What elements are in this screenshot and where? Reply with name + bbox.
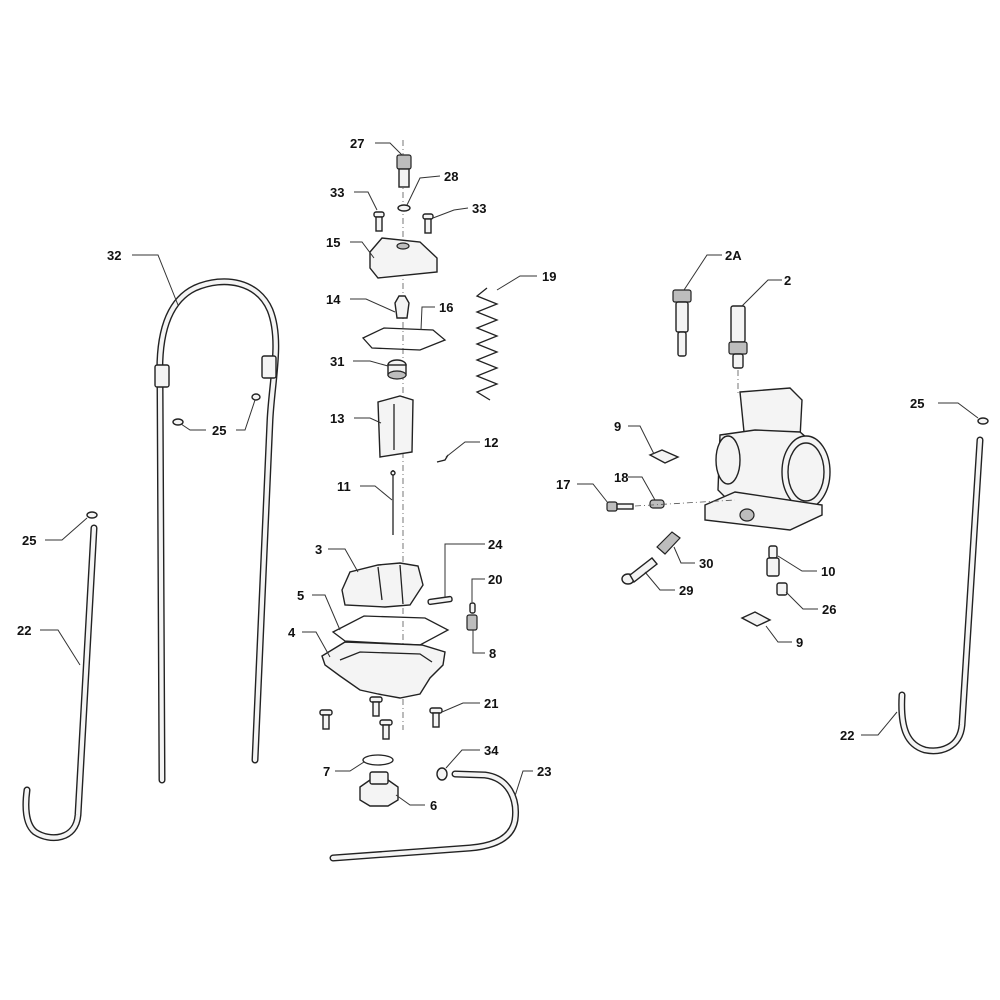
callout-3: 3 [315, 542, 322, 557]
part-2a-screw [672, 289, 692, 357]
part-25-left-clip [86, 511, 98, 519]
part-26-fitting [776, 582, 788, 596]
callout-25-mid: 25 [212, 423, 226, 438]
part-20-needle-valve [469, 602, 476, 614]
part-29-idle-screw [621, 557, 658, 585]
callout-23: 23 [537, 764, 551, 779]
callout-11: 11 [337, 479, 351, 494]
part-15-top-cap [369, 237, 438, 279]
callout-7: 7 [323, 764, 330, 779]
callout-30: 30 [699, 556, 713, 571]
callout-25-left: 25 [22, 533, 36, 548]
part-12-clip [436, 454, 449, 463]
callout-26: 26 [822, 602, 836, 617]
callout-10: 10 [821, 564, 835, 579]
callout-9-upper: 9 [614, 419, 621, 434]
part-4-float-bowl [321, 641, 446, 699]
callout-16: 16 [439, 300, 453, 315]
callout-33-right: 33 [472, 201, 486, 216]
callout-13: 13 [330, 411, 344, 426]
callout-33-left: 33 [330, 185, 344, 200]
callout-34: 34 [484, 743, 499, 758]
callout-4: 4 [288, 625, 296, 640]
callout-31: 31 [330, 354, 344, 369]
callout-12: 12 [484, 435, 498, 450]
part-28-o-ring [397, 204, 411, 212]
callout-24: 24 [488, 537, 503, 552]
part-5-bowl-gasket [331, 615, 450, 646]
part-33-top-screws [373, 211, 434, 234]
callout-22-left: 22 [17, 623, 31, 638]
part-11-jet-needle [390, 470, 396, 535]
callout-21: 21 [484, 696, 498, 711]
callout-20: 20 [488, 572, 502, 587]
part-10-fitting [766, 545, 780, 577]
callout-14: 14 [326, 292, 341, 307]
part-1-carb-body [704, 387, 831, 531]
part-23-drain-hose [329, 770, 520, 862]
part-9-lower-plate [740, 611, 772, 627]
part-3-float [341, 562, 424, 608]
part-27-adjuster-screw [396, 154, 412, 188]
callout-25-right: 25 [910, 396, 924, 411]
callout-18: 18 [614, 470, 628, 485]
part-14-needle-clip [394, 295, 410, 319]
callout-27: 27 [350, 136, 364, 151]
part-7-o-ring [362, 754, 394, 766]
part-32-vent-hose [154, 278, 280, 784]
part-6-drain-plug [359, 771, 399, 807]
callout-5: 5 [297, 588, 304, 603]
part-16-cap-gasket [361, 327, 447, 351]
callout-6: 6 [430, 798, 437, 813]
part-25-mid-clips [172, 393, 261, 426]
part-8-main-jet [466, 614, 478, 631]
part-25-right-clip [977, 417, 989, 425]
part-22-left-hose [22, 524, 98, 842]
callout-2a: 2A [725, 248, 742, 263]
callout-28: 28 [444, 169, 458, 184]
callout-17: 17 [556, 477, 570, 492]
part-13-throttle-slide [377, 395, 414, 458]
part-9-upper-plate [648, 449, 680, 464]
part-19-throttle-spring [475, 287, 499, 401]
callout-9-lower: 9 [796, 635, 803, 650]
part-31-holder [387, 359, 407, 380]
callout-22-right: 22 [840, 728, 854, 743]
part-17-screw [606, 501, 634, 512]
callout-15: 15 [326, 235, 340, 250]
callout-2: 2 [784, 273, 791, 288]
callout-29: 29 [679, 583, 693, 598]
callout-leaders [40, 142, 979, 806]
part-30-idle-spring [656, 531, 681, 555]
part-34-washer [436, 767, 448, 781]
callout-19: 19 [542, 269, 556, 284]
part-22-right-hose [898, 436, 984, 755]
callout-32: 32 [107, 248, 121, 263]
part-24-float-pin [427, 595, 453, 606]
part-2-throttle-stop [728, 305, 748, 369]
callout-8: 8 [489, 646, 496, 661]
part-21-bowl-screws [319, 696, 443, 740]
